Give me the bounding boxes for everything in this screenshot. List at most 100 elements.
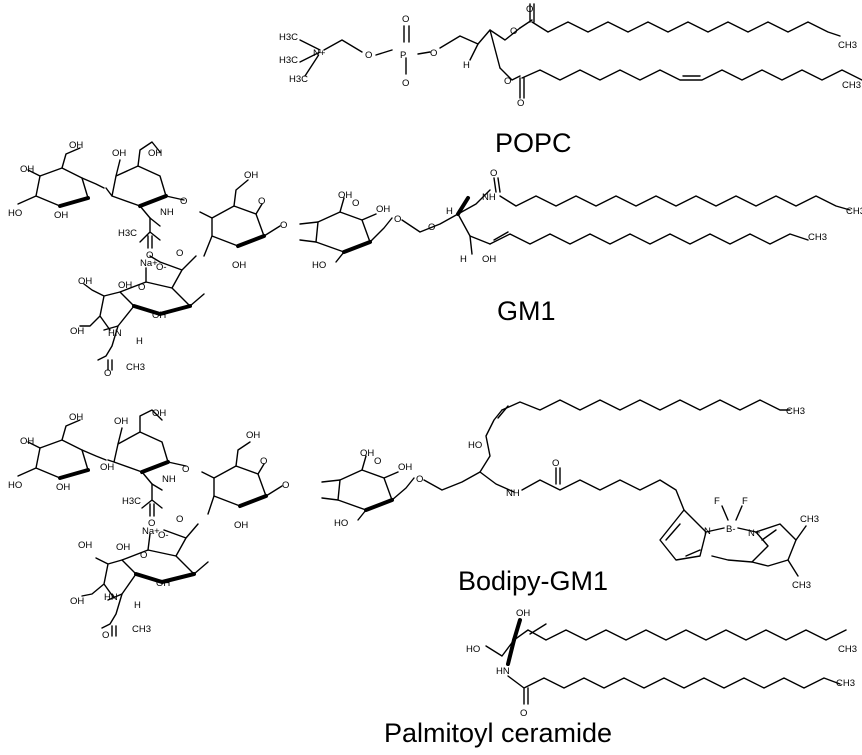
gm1-atom-label: O [176, 248, 183, 259]
gm1-atom-label: OH [232, 260, 246, 271]
gm1-atom-label: O [280, 220, 287, 231]
gm1-atom-label: O [180, 196, 187, 207]
bodipy-gm1-atom-label: OH [360, 448, 374, 459]
gm1-atom-label: OH [112, 148, 126, 159]
gm1-atom-label: H [136, 336, 143, 347]
bodipy-gm1-atom-label: CH3 [786, 406, 805, 417]
popc-atom-label: H3C [279, 32, 298, 43]
gm1-label: GM1 [497, 296, 556, 326]
bodipy-gm1-atom-label: O [182, 464, 189, 475]
bodipy-gm1-atom-label: F [714, 496, 720, 507]
popc-structure: H3C H3C H3C N+ O P O O O O O H O O CH3 C… [279, 3, 862, 109]
gm1-atom-label: CH3 [846, 206, 862, 217]
bodipy-gm1-atom-label: OH [152, 408, 166, 419]
bodipy-gm1-atom-label: OH [56, 482, 70, 493]
gm1-atom-label: CH3 [808, 232, 827, 243]
bodipy-gm1-atom-label: OH [116, 542, 130, 553]
popc-atom-label: O [510, 26, 517, 37]
bodipy-gm1-atom-label: N+ [748, 528, 761, 539]
gm1-atom-label: H3C [118, 228, 137, 239]
bodipy-gm1-atom-label: OH [100, 462, 114, 473]
ceramide-atom-label: HN [496, 666, 510, 677]
bodipy-gm1-atom-label: HN [104, 592, 118, 603]
popc-atom-label: O [430, 48, 437, 59]
ceramide-atom-label: CH3 [838, 644, 857, 655]
bodipy-gm1-atom-label: O [374, 456, 381, 467]
bodipy-gm1-atom-label: H [134, 600, 141, 611]
popc-atom-label: CH3 [838, 40, 857, 51]
gm1-atom-label: HO [8, 208, 22, 219]
bodipy-gm1-atom-label: OH [246, 430, 260, 441]
gm1-atom-label: O [352, 198, 359, 209]
bodipy-gm1-atom-label: O [552, 458, 559, 469]
bodipy-gm1-atom-label: OH [398, 462, 412, 473]
popc-atom-label: P [400, 50, 406, 61]
popc-atom-label: O [402, 14, 409, 25]
bodipy-gm1-atom-label: HO [8, 480, 22, 491]
bodipy-gm1-atom-label: CH3 [800, 514, 819, 525]
ceramide-atom-label: HO [466, 644, 480, 655]
popc-atom-label: CH3 [842, 80, 861, 91]
gm1-atom-label: OH [20, 164, 34, 175]
bodipy-gm1-atom-label: O [260, 456, 267, 467]
bodipy-gm1-atom-label: NH [162, 474, 176, 485]
bodipy-gm1-atom-label: NH [506, 488, 520, 499]
ceramide-atom-label: OH [516, 608, 530, 619]
bodipy-gm1-atom-label: CH3 [132, 624, 151, 635]
gm1-atom-label: Na+ [140, 258, 158, 269]
bodipy-gm1-atom-label: O- [158, 530, 169, 541]
gm1-atom-label: O [138, 282, 145, 293]
gm1-atom-label: OH [118, 280, 132, 291]
bodipy-gm1-structure: OH OH OH OH HO OH OH NH H3C O O OH O OH … [8, 399, 819, 641]
bodipy-gm1-label: Bodipy-GM1 [458, 566, 609, 596]
bodipy-gm1-atom-label: N [704, 526, 711, 537]
popc-atom-label: O [517, 98, 524, 109]
popc-atom-label: H3C [279, 55, 298, 66]
popc-atom-label: N+ [313, 48, 326, 59]
gm1-atom-label: O [104, 368, 111, 379]
bodipy-gm1-atom-label: O [148, 518, 155, 529]
gm1-atom-label: HO [312, 260, 326, 271]
gm1-atom-label: O [490, 168, 497, 179]
bodipy-gm1-atom-label: O [102, 630, 109, 641]
bodipy-gm1-atom-label: B- [726, 524, 736, 535]
palmitoyl-ceramide-structure: OH HO HN O CH3 CH3 [466, 608, 857, 719]
gm1-atom-label: OH [338, 190, 352, 201]
bodipy-gm1-atom-label: OH [69, 412, 83, 423]
gm1-atom-label: OH [54, 210, 68, 221]
ceramide-atom-label: CH3 [836, 678, 855, 689]
gm1-atom-label: H [460, 254, 467, 265]
popc-atom-label: H3C [289, 74, 308, 85]
bodipy-gm1-atom-label: O [282, 480, 289, 491]
gm1-atom-label: O [428, 222, 435, 233]
popc-atom-label: O [504, 76, 511, 87]
bodipy-gm1-atom-label: OH [78, 540, 92, 551]
bodipy-gm1-atom-label: F [742, 496, 748, 507]
gm1-atom-label: O- [156, 262, 167, 273]
gm1-atom-label: OH [152, 310, 166, 321]
bodipy-gm1-atom-label: OH [234, 520, 248, 531]
gm1-atom-label: NH [482, 192, 496, 203]
gm1-atom-label: O [394, 214, 401, 225]
bodipy-gm1-atom-label: Na+ [142, 526, 160, 537]
popc-atom-label: O [526, 4, 533, 15]
gm1-atom-label: HN [108, 328, 122, 339]
bodipy-gm1-atom-label: O [176, 514, 183, 525]
bodipy-gm1-atom-label: OH [70, 596, 84, 607]
popc-atom-label: O [402, 78, 409, 89]
bodipy-gm1-atom-label: HO [468, 440, 482, 451]
bodipy-gm1-atom-label: O [140, 550, 147, 561]
bodipy-gm1-atom-label: OH [20, 436, 34, 447]
popc-atom-label: O [365, 50, 372, 61]
popc-label: POPC [495, 128, 572, 158]
bodipy-gm1-atom-label: O [416, 474, 423, 485]
gm1-atom-label: OH [69, 140, 83, 151]
gm1-atom-label: O [146, 250, 153, 261]
ceramide-atom-label: O [520, 708, 527, 719]
bodipy-gm1-atom-label: CH3 [792, 580, 811, 591]
palmitoyl-ceramide-label: Palmitoyl ceramide [384, 718, 613, 748]
popc-atom-label: H [463, 60, 470, 71]
gm1-atom-label: OH [376, 204, 390, 215]
